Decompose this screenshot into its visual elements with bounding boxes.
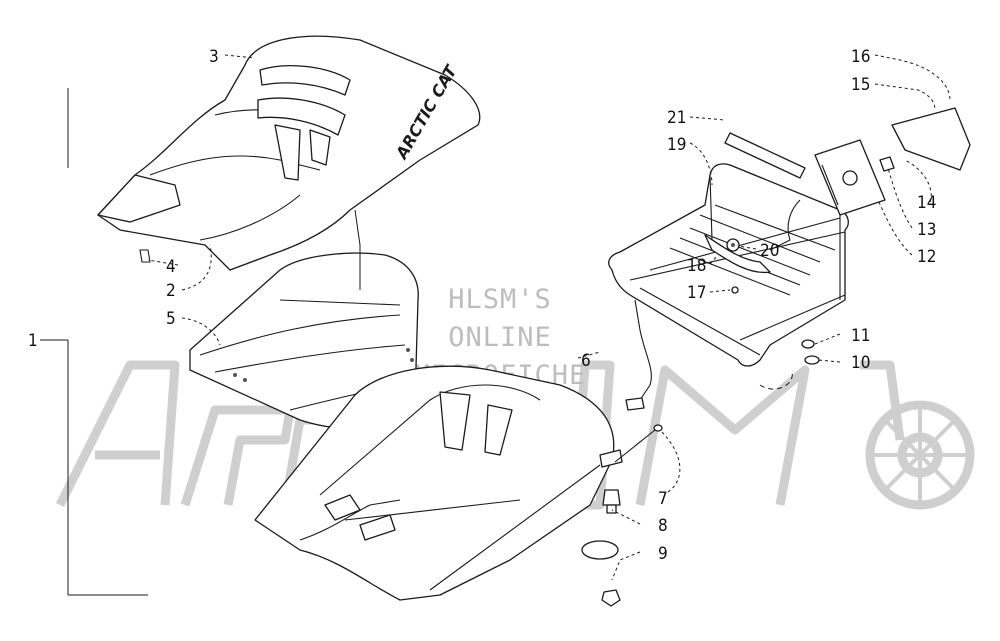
callout-labels: 1 2 3 4 5 6 7 8 9 10 11 12 13 14 15 16 1…	[28, 47, 936, 564]
callout-15: 15	[851, 75, 870, 95]
callout-3: 3	[209, 47, 219, 67]
callout-6: 6	[581, 351, 591, 371]
callout-7: 7	[658, 489, 668, 509]
callout-19: 19	[667, 135, 686, 155]
callout-8: 8	[658, 516, 668, 536]
callout-10: 10	[851, 353, 870, 373]
wiring-harness	[704, 234, 771, 274]
rear-rack	[608, 163, 849, 411]
callout-11: 11	[851, 326, 870, 346]
taillight-assembly	[769, 107, 971, 251]
callout-17: 17	[687, 283, 706, 303]
callout-18: 18	[687, 256, 706, 276]
seat-foam	[189, 209, 419, 430]
callout-5: 5	[166, 309, 176, 329]
callout-12: 12	[917, 247, 936, 267]
reflector-strip	[724, 132, 806, 179]
callout-9: 9	[658, 544, 668, 564]
small-hardware	[139, 238, 820, 607]
callout-4: 4	[166, 257, 176, 277]
watermark-line-2: ONLINE	[448, 322, 552, 353]
seat-cover: ARCTIC CAT	[97, 35, 481, 271]
callout-21: 21	[667, 108, 686, 128]
callout-16: 16	[851, 47, 870, 67]
callout-13: 13	[917, 220, 936, 240]
group-bracket	[40, 88, 148, 596]
callout-2: 2	[166, 281, 176, 301]
callout-14: 14	[917, 193, 936, 213]
seat-base	[254, 365, 623, 601]
watermark-line-1: HLSM'S	[448, 284, 552, 315]
leader-lines	[147, 54, 951, 581]
callout-20: 20	[760, 241, 779, 261]
callout-1: 1	[28, 331, 38, 351]
